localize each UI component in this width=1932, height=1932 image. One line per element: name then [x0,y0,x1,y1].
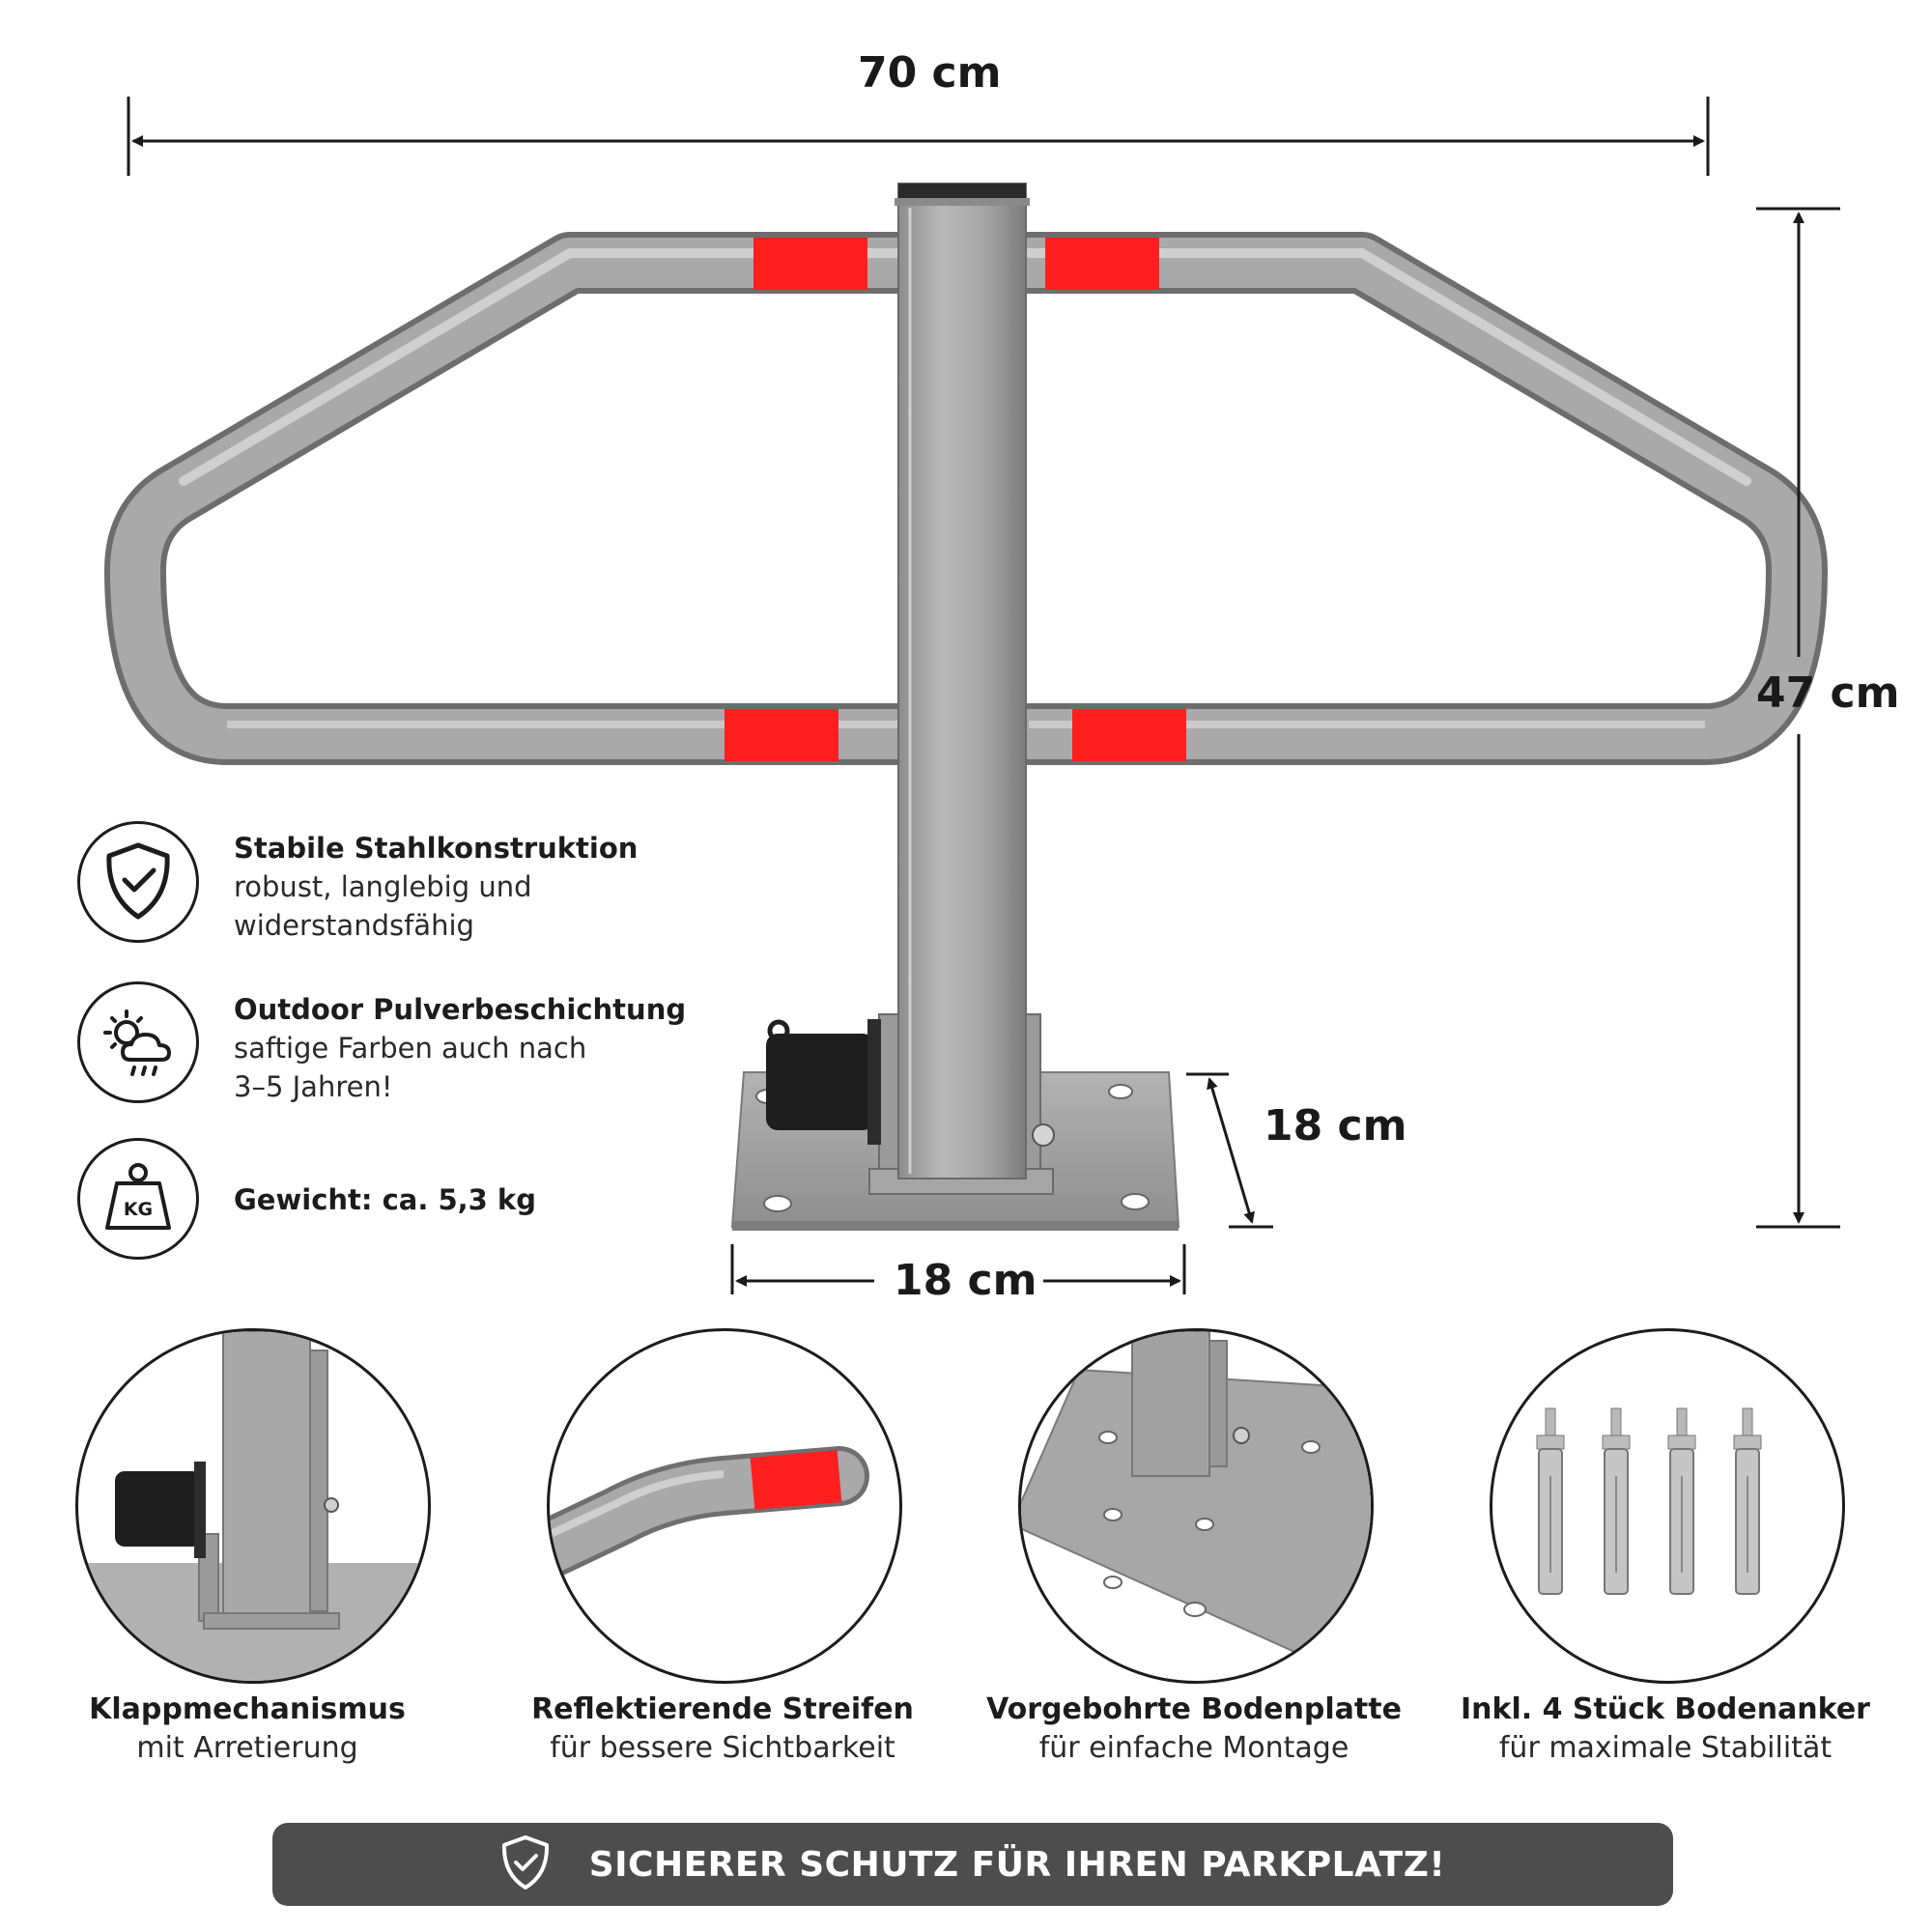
base-width-label: 18 cm [894,1256,1037,1305]
detail-title-folding: Klappmechanismus [89,1692,406,1726]
lock-cylinder [766,1019,881,1145]
feature-text-steel-1: robust, langlebig und [234,870,532,903]
detail-title-anchors: Inkl. 4 Stück Bodenanker [1461,1692,1870,1726]
detail-subtitle-anchors: für maximale Stabilität [1498,1731,1833,1765]
width-label: 70 cm [858,48,1002,98]
detail-subtitle-stripes: für bessere Sichtbarkeit [550,1731,895,1765]
detail-base-plate [1018,1328,1374,1684]
width-dimension [127,97,1710,176]
ground-anchor [1733,1407,1762,1595]
detail-subtitle-folding: mit Arretierung [136,1731,358,1765]
central-post [895,183,1030,1179]
sun-cloud-rain-icon [77,981,199,1103]
reflective-stripes [724,238,1186,761]
feature-text-coating-2: 3–5 Jahren! [234,1070,393,1103]
depth-label: 18 cm [1264,1101,1407,1151]
weight-kg-icon: KG [77,1138,199,1260]
feature-title-weight: Gewicht: ca. 5,3 kg [234,1183,536,1216]
shield-check-icon [77,821,199,943]
height-dimension [1756,207,1840,1229]
depth-dimension [1186,1072,1273,1229]
detail-reflective-stripes [547,1328,902,1684]
ground-anchor [1602,1407,1631,1595]
detail-subtitle-plate: für einfache Montage [1038,1731,1350,1765]
feature-title-steel: Stabile Stahlkonstruktion [234,832,639,865]
ground-anchor [1667,1407,1696,1595]
ground-anchor [1536,1407,1565,1595]
feature-title-coating: Outdoor Pulverbeschichtung [234,993,687,1026]
banner-text: SICHERER SCHUTZ FÜR IHREN PARKPLATZ! [588,1844,1446,1885]
detail-title-stripes: Reflektierende Streifen [531,1692,914,1726]
parking-barrier-illustration [104,97,1840,1294]
bottom-banner: SICHERER SCHUTZ FÜR IHREN PARKPLATZ! [272,1823,1673,1906]
base-width-dimension [730,1244,1186,1294]
detail-ground-anchors [1490,1328,1845,1684]
shield-check-icon [500,1833,551,1895]
detail-folding-mechanism [75,1328,431,1684]
detail-title-plate: Vorgebohrte Bodenplatte [986,1692,1402,1726]
feature-text-coating-1: saftige Farben auch nach [234,1032,587,1065]
feature-text-steel-2: widerstandsfähig [234,909,474,942]
height-label: 47 cm [1756,668,1900,718]
kg-icon-label: KG [124,1199,153,1220]
